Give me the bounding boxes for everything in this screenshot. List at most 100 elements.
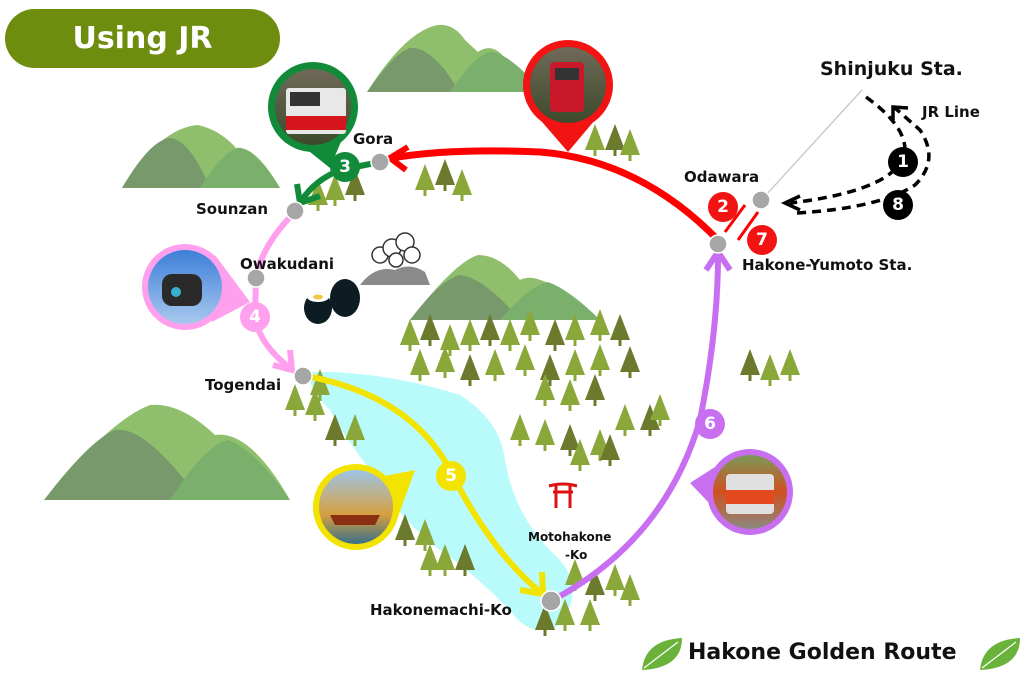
- jr-line-outbound: [789, 95, 907, 205]
- tree-icon: [305, 389, 325, 421]
- step-badge-3: 3: [330, 152, 360, 182]
- tree-icon: [565, 314, 585, 346]
- tree-icon: [600, 434, 620, 466]
- tree-icon: [345, 414, 365, 446]
- leaf-icon: [642, 638, 682, 670]
- tree-icon: [650, 394, 670, 426]
- leaf-icon: [980, 638, 1020, 670]
- mountain-icon: [122, 125, 280, 188]
- tree-icon: [620, 129, 640, 161]
- label-hakonemachi: Hakonemachi-Ko: [370, 601, 512, 619]
- tree-icon: [460, 319, 480, 351]
- tree-icon: [560, 379, 580, 411]
- tree-icon: [455, 544, 475, 576]
- black-egg-icon: [304, 279, 360, 324]
- station-dot-owakudani[interactable]: [246, 268, 266, 288]
- tree-icon: [310, 369, 330, 401]
- tree-icon: [510, 414, 530, 446]
- tree-icon: [615, 404, 635, 436]
- torii-gate-icon: [548, 482, 578, 508]
- cruise-ship-photo: [313, 464, 415, 550]
- bus-photo: [690, 449, 793, 535]
- step-badge-5: 5: [436, 461, 466, 491]
- label-motohakone: Motohakone: [528, 530, 612, 544]
- tree-icon: [285, 384, 305, 416]
- step-badge-7: 7: [747, 225, 777, 255]
- route-hakone-tozan-railway: [391, 147, 721, 243]
- tree-icon: [410, 349, 430, 381]
- station-dot-odawara[interactable]: [751, 190, 771, 210]
- step-badge-6: 6: [695, 409, 725, 439]
- tree-icon: [485, 349, 505, 381]
- label-gora: Gora: [353, 130, 394, 148]
- tree-icon: [415, 519, 435, 551]
- tree-icon: [570, 439, 590, 471]
- station-dot-sounzan[interactable]: [285, 201, 305, 221]
- station-dot-hakonemachi[interactable]: [540, 590, 562, 612]
- tree-icon: [610, 314, 630, 346]
- tree-icon: [780, 349, 800, 381]
- tree-icon: [345, 169, 365, 201]
- tree-icon: [435, 544, 455, 576]
- steam-rocks-icon: [360, 232, 430, 285]
- tree-icon: [585, 569, 605, 601]
- tree-icon: [325, 174, 345, 206]
- tree-icon: [740, 349, 760, 381]
- forest: [285, 124, 800, 636]
- tree-icon: [395, 514, 415, 546]
- tree-icon: [580, 599, 600, 631]
- tree-icon: [500, 319, 520, 351]
- tree-icon: [760, 354, 780, 386]
- label-motohakone-ko: -Ko: [565, 548, 588, 562]
- tree-icon: [535, 374, 555, 406]
- tree-icon: [535, 419, 555, 451]
- label-shinjuku: Shinjuku Sta.: [820, 58, 963, 80]
- tree-icon: [452, 169, 472, 201]
- step-badge-8: 8: [883, 190, 913, 220]
- label-jr-line: JR Line: [922, 103, 980, 121]
- tree-icon: [605, 124, 625, 156]
- label-hakone-yumoto: Hakone-Yumoto Sta.: [742, 256, 913, 274]
- ropeway-photo: [142, 244, 250, 330]
- tree-icon: [460, 354, 480, 386]
- tree-icon: [325, 414, 345, 446]
- mountain-icon: [367, 24, 545, 92]
- mountain-icon: [44, 404, 290, 500]
- station-dot-hakone-yumoto[interactable]: [708, 234, 728, 254]
- tree-icon: [585, 374, 605, 406]
- label-odawara: Odawara: [684, 168, 760, 186]
- label-togendai: Togendai: [205, 376, 282, 394]
- tree-icon: [590, 309, 610, 341]
- tree-icon: [420, 314, 440, 346]
- tree-icon: [420, 544, 440, 576]
- tree-icon: [400, 319, 420, 351]
- tree-icon: [535, 604, 555, 636]
- station-dot-togendai[interactable]: [293, 366, 313, 386]
- route-odawara-yumoto: [723, 204, 760, 241]
- tree-icon: [555, 599, 575, 631]
- tree-icon: [565, 349, 585, 381]
- tree-icon: [520, 309, 540, 341]
- footer-title: Hakone Golden Route: [688, 640, 957, 665]
- tree-icon: [435, 159, 455, 191]
- tree-icon: [480, 314, 500, 346]
- cable-car-photo: [268, 62, 358, 168]
- tree-icon: [435, 346, 455, 378]
- station-dot-gora[interactable]: [370, 152, 390, 172]
- shinjuku-pointer-line: [765, 89, 863, 196]
- tree-icon: [545, 319, 565, 351]
- tree-icon: [620, 574, 640, 606]
- label-sounzan: Sounzan: [196, 200, 268, 218]
- route-ropeway: [251, 210, 297, 371]
- tree-icon: [585, 124, 605, 156]
- step-badge-4: 4: [240, 302, 270, 332]
- tree-icon: [620, 346, 640, 378]
- tree-icon: [590, 344, 610, 376]
- step-badge-2: 2: [708, 192, 738, 222]
- step-badge-1: 1: [888, 147, 918, 177]
- jr-line-return: [796, 106, 931, 215]
- tree-icon: [560, 424, 580, 456]
- page-title: Using JR: [5, 9, 280, 68]
